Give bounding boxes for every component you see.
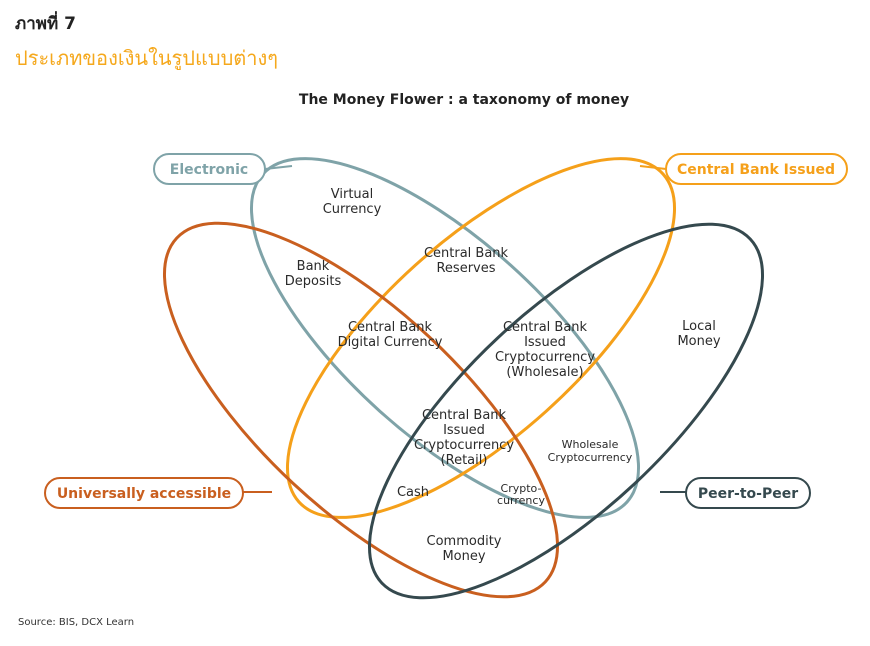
region-cash: Cash <box>397 485 429 500</box>
p2p-ellipse <box>367 222 765 600</box>
svg-text:Central Bank Issued: Central Bank Issued <box>677 162 835 178</box>
electronic-ellipse <box>249 157 641 519</box>
source-note: Source: BIS, DCX Learn <box>18 617 134 628</box>
electronic-label: Electronic <box>153 153 266 185</box>
figure-number: ภาพที่ 7 <box>15 14 76 34</box>
figure-subtitle: ประเภทของเงินในรูปแบบต่างๆ <box>15 46 278 70</box>
svg-text:Electronic: Electronic <box>170 162 248 178</box>
universal-label: Universally accessible <box>44 477 244 509</box>
svg-text:Universally accessible: Universally accessible <box>57 486 231 502</box>
central-bank-ellipse <box>285 157 677 519</box>
central-bank-connector <box>639 165 667 170</box>
diagram-title: The Money Flower : a taxonomy of money <box>299 92 629 108</box>
central-bank-label: Central Bank Issued <box>665 153 848 185</box>
p2p-label: Peer-to-Peer <box>685 477 811 509</box>
universal-ellipse <box>162 221 560 599</box>
electronic-connector <box>264 165 293 170</box>
svg-text:Peer-to-Peer: Peer-to-Peer <box>698 486 798 502</box>
region-cryptocurrency: Crypto-currency <box>497 482 545 507</box>
